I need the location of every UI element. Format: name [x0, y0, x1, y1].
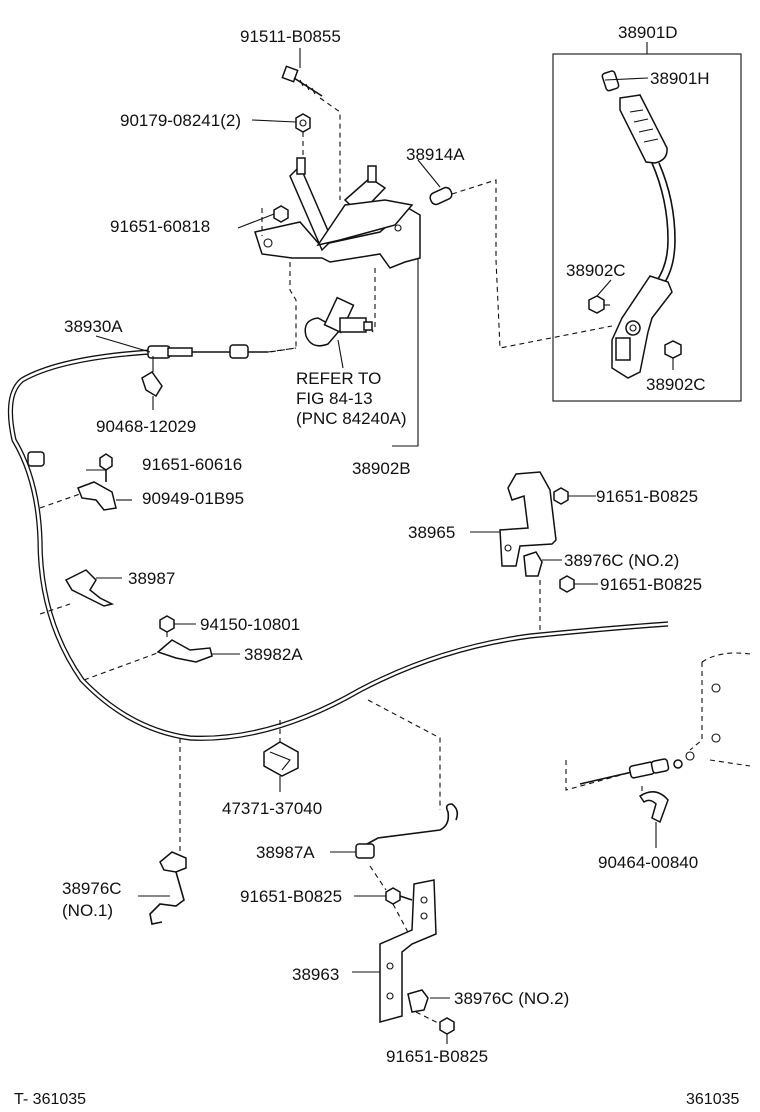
label-38914A: 38914A: [406, 145, 465, 164]
label-38963: 38963: [292, 965, 339, 984]
bolt-91651-B0825-mid[interactable]: [559, 575, 575, 593]
cable-end[interactable]: [579, 758, 683, 785]
clip-90464-00840[interactable]: [638, 791, 669, 824]
cable-38930A[interactable]: [7, 344, 669, 741]
label-refer-pnc: (PNC 84240A): [296, 409, 407, 428]
bolt-91651-B0825-lower[interactable]: [385, 887, 413, 905]
label-90468-12029: 90468-12029: [96, 417, 196, 436]
label-91511-B0855: 91511-B0855: [240, 27, 341, 46]
label-38976C-no2-upper: 38976C (NO.2): [564, 551, 679, 570]
bolt-91511-B0855[interactable]: [281, 65, 323, 97]
rod-38987A[interactable]: [355, 803, 459, 859]
label-refer-to: REFER TO: [296, 369, 381, 388]
label-91651-B0825-upper: 91651-B0825: [596, 487, 698, 506]
label-38930A: 38930A: [64, 317, 123, 336]
clip-90468-12029[interactable]: [141, 371, 163, 398]
detail-box: [552, 53, 742, 402]
clamp-38976C-no1[interactable]: [149, 851, 187, 925]
label-38987: 38987: [128, 569, 175, 588]
label-38901H: 38901H: [650, 69, 710, 88]
nut-90179-08241[interactable]: [295, 113, 311, 133]
bushing-38902C-upper[interactable]: [588, 295, 605, 314]
bolt-91651-B0825-upper[interactable]: [553, 487, 569, 505]
label-90179-08241: 90179-08241(2): [120, 111, 241, 130]
clamp-38976C-no2-lower[interactable]: [407, 989, 429, 1013]
bracket-38963[interactable]: [379, 879, 437, 1023]
label-refer-fig: FIG 84-13: [296, 389, 373, 408]
footer-right-code: 361035: [686, 1091, 739, 1108]
nut-94150-10801[interactable]: [159, 615, 175, 633]
label-38976C-no2-lower: 38976C (NO.2): [454, 989, 569, 1008]
label-91651-B0825-lower: 91651-B0825: [240, 887, 342, 906]
label-38976C-no1: 38976C: [62, 879, 122, 898]
shift-lever-assembly[interactable]: [601, 70, 676, 379]
label-91651-B0825-bottom: 91651-B0825: [386, 1047, 488, 1066]
label-38902C-upper: 38902C: [566, 261, 626, 280]
clip-47371-37040[interactable]: [263, 741, 299, 777]
bushing-38902C-lower[interactable]: [664, 340, 682, 359]
bracket-38965[interactable]: [499, 471, 557, 567]
label-94150-10801: 94150-10801: [200, 615, 300, 634]
label-38976C-no1-suffix: (NO.1): [62, 901, 113, 920]
label-91651-60616: 91651-60616: [142, 455, 242, 474]
pin-38914A[interactable]: [428, 186, 453, 206]
clamp-38976C-no2-upper[interactable]: [523, 551, 543, 577]
clamp-38987[interactable]: [64, 569, 115, 607]
footer-left-code: T- 361035: [14, 1091, 86, 1108]
clamp-90949-01B95[interactable]: [77, 481, 117, 511]
bolt-91651-60818[interactable]: [273, 205, 289, 223]
label-38902C-lower: 38902C: [646, 375, 706, 394]
label-38901D: 38901D: [618, 23, 678, 42]
clamp-38982A[interactable]: [156, 639, 213, 663]
label-47371-37040: 47371-37040: [222, 799, 322, 818]
label-90949-01B95: 90949-01B95: [142, 489, 244, 508]
transmission-case: [565, 652, 751, 791]
label-91651-B0825-mid: 91651-B0825: [600, 575, 702, 594]
label-38982A: 38982A: [244, 645, 303, 664]
bracket-38902B[interactable]: [254, 157, 421, 269]
label-38965: 38965: [408, 523, 455, 542]
label-38987A: 38987A: [256, 843, 315, 862]
bolt-91651-B0825-bottom[interactable]: [439, 1017, 455, 1035]
bolt-91651-60616[interactable]: [99, 453, 113, 482]
label-90464-00840: 90464-00840: [598, 853, 698, 872]
switch-refer-fig-84-13[interactable]: [304, 296, 373, 347]
label-38902B: 38902B: [352, 459, 411, 478]
label-91651-60818: 91651-60818: [110, 217, 210, 236]
